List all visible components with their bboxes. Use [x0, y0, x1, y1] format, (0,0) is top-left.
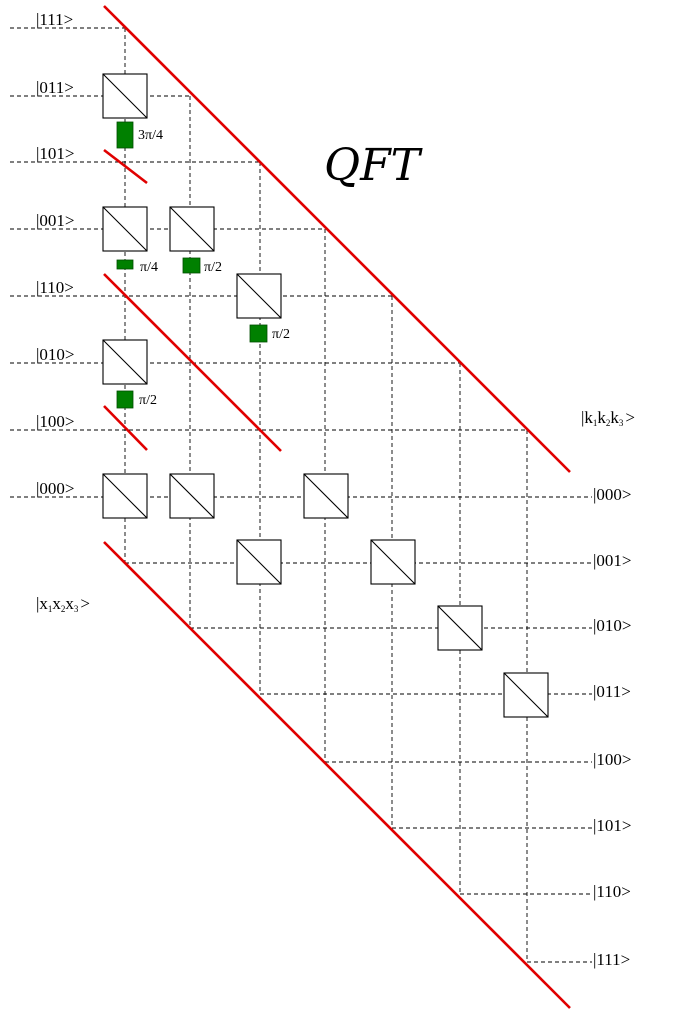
beam-splitter: [236, 273, 282, 319]
output-lines: [125, 562, 592, 963]
input-port-label: |111>: [36, 10, 73, 29]
beam-splitter: [169, 206, 215, 252]
output-port-label: |000>: [593, 485, 632, 504]
input-port-label: |101>: [36, 144, 75, 163]
phase-shifters: 3π/4 π/4 π/2 π/2 π/2: [116, 121, 290, 409]
output-port-label: |011>: [593, 682, 631, 701]
beam-splitter: [169, 473, 215, 519]
output-port-label: |010>: [593, 616, 632, 635]
output-port-label: |100>: [593, 750, 632, 769]
beam-splitter: [236, 539, 282, 585]
output-port-label: |101>: [593, 816, 632, 835]
input-port-label: |011>: [36, 78, 74, 97]
phase-shifter-label: 3π/4: [138, 128, 163, 143]
phase-shifter: [182, 257, 201, 274]
phase-shifter: [116, 259, 134, 270]
input-port-label: |010>: [36, 345, 75, 364]
beam-splitter: [102, 339, 148, 385]
phase-shifter-label: π/2: [204, 260, 222, 275]
phase-shifter: [249, 324, 268, 343]
outer-boundary-top: [103, 5, 571, 473]
output-port-label: |001>: [593, 551, 632, 570]
output-port-label: |111>: [593, 950, 630, 969]
input-register-label: |x1x2x3>: [36, 594, 90, 614]
input-port-label: |100>: [36, 412, 75, 431]
input-port-labels: |111> |011> |101> |001> |110> |010> |100…: [36, 10, 75, 498]
outer-boundary-bottom: [103, 541, 571, 1009]
input-port-label: |110>: [36, 278, 74, 297]
beam-splitter: [102, 73, 148, 119]
diagram-title: QFT: [324, 140, 424, 191]
input-lines: [10, 27, 592, 498]
phase-shifter-label: π/2: [272, 327, 290, 342]
stage-boundaries: [103, 5, 571, 1009]
beam-splitter: [102, 473, 148, 519]
beam-splitter: [303, 473, 349, 519]
phase-shifter: [116, 390, 134, 409]
beam-splitter: [370, 539, 416, 585]
output-port-label: |110>: [593, 882, 631, 901]
beam-splitters: [102, 73, 549, 718]
output-register-label: |k1k2k3>: [581, 408, 635, 428]
input-port-label: |000>: [36, 479, 75, 498]
stage-divider-1: [103, 148, 148, 185]
beam-splitter: [437, 605, 483, 651]
phase-shifter-label: π/2: [139, 393, 157, 408]
stage-divider-3: [103, 405, 148, 451]
output-port-labels: |000> |001> |010> |011> |100> |101> |110…: [593, 485, 632, 969]
phase-shifter-label: π/4: [140, 260, 158, 275]
beam-splitter: [503, 672, 549, 718]
input-port-label: |001>: [36, 211, 75, 230]
stage-divider-2: [103, 273, 282, 452]
phase-shifter: [116, 121, 134, 149]
beam-splitter: [102, 206, 148, 252]
